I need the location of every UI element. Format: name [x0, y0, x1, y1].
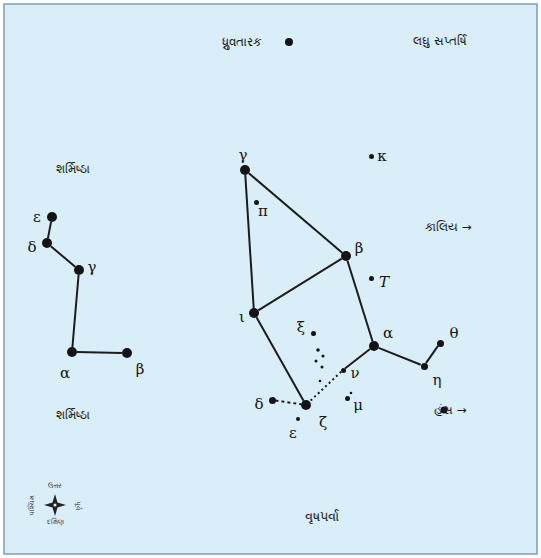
star-dot: θ: [437, 340, 444, 347]
star-dot: ζ: [301, 400, 311, 410]
star-letter: ι: [239, 310, 245, 325]
compass-rose: [44, 494, 66, 516]
star-dot: δ: [42, 238, 52, 248]
star-letter: ξ: [297, 320, 305, 335]
star-dot: μ: [345, 396, 350, 401]
star-letter: β: [355, 241, 364, 256]
constellation-line: [256, 317, 303, 400]
star-letter: κ: [377, 149, 386, 164]
star-dot: γ: [240, 165, 250, 175]
star-letter: η: [433, 373, 442, 388]
constellation-line: [426, 346, 438, 363]
constellation-name: શર્મિષ્ઠા: [56, 163, 90, 176]
star-dot: γ: [74, 265, 84, 275]
star-letter: γ: [88, 260, 97, 275]
star-letter: β: [136, 362, 145, 377]
star-dot: ξ: [311, 331, 316, 336]
compass-label: પૂર્વ: [73, 501, 81, 510]
star-letter: π: [258, 204, 268, 219]
star-letter: δ: [27, 240, 36, 255]
star-name: ધ્રુવતારક: [222, 36, 261, 48]
constellation-line: [379, 348, 421, 365]
compass-label: પશ્ચિમ: [29, 495, 37, 516]
star-letter: α: [383, 326, 393, 341]
star-letter: ε: [33, 210, 41, 225]
star-letter: θ: [449, 326, 458, 341]
star-letter: γ: [239, 148, 248, 163]
star-letter: δ: [254, 397, 263, 412]
star-dot: η: [421, 363, 428, 370]
constellation-line: [258, 259, 342, 311]
star-letter: ε: [289, 426, 297, 441]
constellation-line: [275, 401, 301, 405]
star-dot: β: [122, 348, 132, 358]
star-dot: α: [67, 347, 77, 357]
star-letter: ζ: [319, 415, 327, 430]
compass-label: ઉત્તર: [48, 483, 62, 491]
constellation-line: [72, 275, 78, 347]
constellation-line: [249, 173, 342, 253]
constellation-line: [51, 246, 75, 267]
star-dot: ε: [47, 212, 57, 222]
star-dot: ε: [296, 417, 300, 421]
constellation-name: વૃષપર્વા: [305, 510, 339, 524]
star-dot: δ: [269, 397, 276, 404]
constellation-name: હંસ →: [434, 404, 467, 417]
star-dot: ધ્રુવતારક: [285, 38, 293, 46]
star-dot: β: [341, 251, 351, 261]
star-letter: μ: [353, 398, 363, 413]
star-dot: ι: [249, 308, 259, 318]
star-letter: T: [379, 275, 389, 290]
faint-stars: [315, 348, 448, 413]
star-dot: π: [254, 200, 259, 205]
constellation-name: શર્મિષ્ઠા: [56, 409, 90, 422]
star-dot: α: [369, 341, 379, 351]
star-dot: ν: [341, 368, 346, 373]
constellation-line: [77, 351, 122, 354]
star-letter: ν: [350, 366, 359, 381]
compass-label: દક્ષિણ: [47, 519, 64, 527]
constellation-name: કાલિય →: [425, 221, 472, 234]
constellation-line: [310, 372, 342, 402]
chart-ground: [4, 4, 537, 554]
star-dot: T: [369, 276, 374, 281]
constellation-line: [48, 222, 51, 238]
star-letter: α: [60, 366, 70, 381]
constellation-line: [347, 261, 372, 341]
constellation-name: લઘુ સપ્તર્ષિ: [413, 35, 467, 48]
star-dot: κ: [369, 154, 374, 159]
constellation-line: [245, 175, 253, 308]
